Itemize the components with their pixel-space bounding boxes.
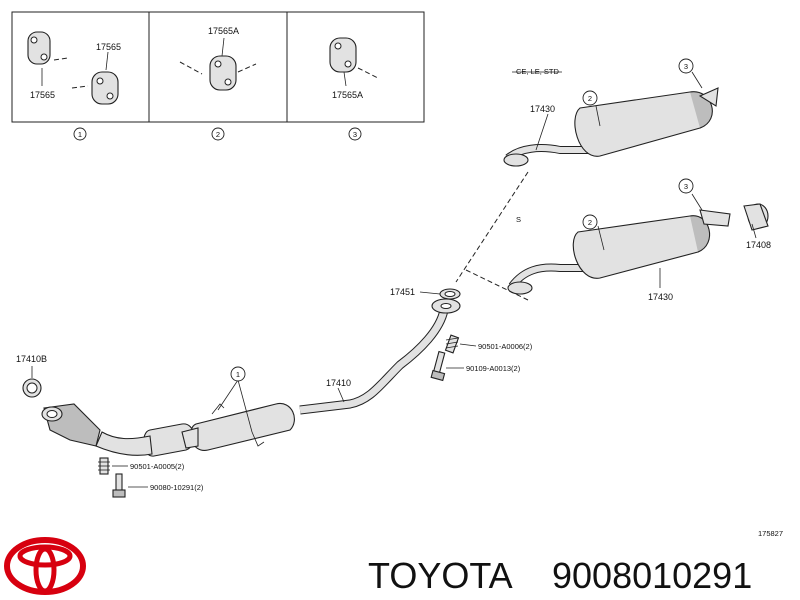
- inset-1-part-label-b: 17565: [30, 90, 55, 100]
- spring-icon: [444, 334, 460, 354]
- part-label-90501-a0005: 90501-A0005(2): [130, 462, 185, 471]
- inset-3-part-label: 17565A: [332, 90, 363, 100]
- inset-2-callout: 2: [216, 130, 220, 139]
- part-label-17430-lower: 17430: [648, 292, 673, 302]
- connection-lines: [455, 171, 529, 301]
- inset-panel-1: 17565 17565 1: [27, 31, 121, 141]
- gasket-17451: 17451: [390, 287, 461, 300]
- pipe-flange: [503, 153, 529, 167]
- bolt-icon: [112, 473, 126, 498]
- gasket-17410b: 17410B: [16, 354, 47, 398]
- part-label-17410: 17410: [326, 378, 351, 388]
- hanger-rubber-icon: [329, 37, 357, 73]
- tailpipe-assembly-lower: S 17408 2 3 17430: [507, 178, 771, 302]
- variant-label-upper: CE, LE, STD: [516, 67, 560, 76]
- callout-3-lower: 3: [684, 182, 688, 191]
- callout-1-pipe: 1: [236, 370, 240, 379]
- brand-part-number: 9008010291: [552, 555, 752, 596]
- diagram-code: 175827: [758, 529, 783, 538]
- toyota-logo-icon: [4, 537, 86, 595]
- inset-2-part-label: 17565A: [208, 26, 239, 36]
- inset-panels: 17565 17565 1 17565A 2: [11, 11, 425, 141]
- fasteners-rear: 90501-A0006(2) 90109-A0013(2): [430, 334, 533, 382]
- part-label-17410b: 17410B: [16, 354, 47, 364]
- fasteners-front: 90501-A0005(2) 90080-10291(2): [98, 457, 204, 498]
- hanger-rubber-icon: [209, 55, 237, 91]
- part-label-90109-a0013: 90109-A0013(2): [466, 364, 521, 373]
- inset-1-part-label-a: 17565: [96, 42, 121, 52]
- part-label-17408: 17408: [746, 240, 771, 250]
- inset-panel-3: 17565A 3: [329, 37, 379, 141]
- brand-name: TOYOTA: [368, 555, 513, 596]
- inset-3-callout: 3: [353, 130, 357, 139]
- callout-2-upper: 2: [588, 94, 592, 103]
- bolt-icon: [430, 350, 446, 382]
- hanger-rubber-icon: [91, 71, 119, 105]
- part-label-90501-a0006: 90501-A0006(2): [478, 342, 533, 351]
- pipe-flange: [507, 281, 533, 295]
- variant-label-lower: S: [516, 215, 521, 224]
- resonator-body: [190, 403, 295, 451]
- inset-1-callout: 1: [78, 130, 82, 139]
- part-label-17430-upper: 17430: [530, 104, 555, 114]
- part-label-17451: 17451: [390, 287, 415, 297]
- front-exhaust-pipe: 17410 1: [41, 298, 461, 457]
- tailpipe-assembly-upper: CE, LE, STD 17430 2 3: [503, 58, 719, 167]
- callout-2-lower: 2: [588, 218, 592, 227]
- inset-panel-2: 17565A 2: [179, 26, 257, 141]
- part-label-90080-10291: 90080-10291(2): [150, 483, 204, 492]
- callout-3-upper: 3: [684, 62, 688, 71]
- spring-icon: [98, 457, 110, 475]
- hanger-rubber-icon: [27, 31, 51, 65]
